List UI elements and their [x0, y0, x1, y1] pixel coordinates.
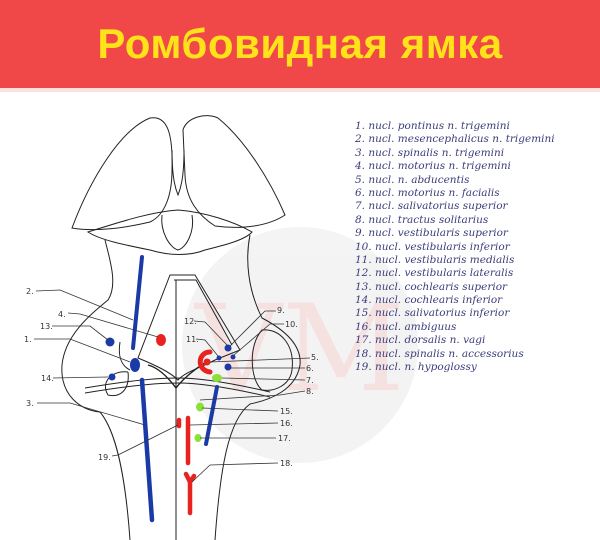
diagram-labels: 2. 4. 13. 1. 14. 3. 19. 12. 11. 9. 10. 5…: [24, 287, 319, 468]
nucleus-18: [183, 471, 197, 516]
nuclei-legend: 1. nucl. pontinus n. trigemini 2. nucl. …: [355, 120, 555, 374]
nucleus-3: [139, 377, 155, 523]
nucleus-15: [196, 402, 204, 412]
legend-item: 15. nucl. salivatorius inferior: [355, 307, 510, 320]
legend-item: 4. nucl. motorius n. trigemini: [355, 160, 511, 173]
legend-item: 1. nucl. pontinus n. trigemini: [355, 120, 510, 132]
label-13: 13.: [40, 322, 53, 331]
legend-item: 13. nucl. cochlearis superior: [355, 280, 508, 293]
legend-item: 8. nucl. tractus solitarius: [355, 213, 489, 226]
nucleus-12: [224, 344, 232, 352]
legend-item: 3. nucl. spinalis n. trigemini: [355, 146, 505, 159]
nucleus-6: [197, 349, 213, 375]
nucleus-11: [216, 355, 222, 361]
legend-item: 9. nucl. vestibularis superior: [355, 227, 508, 240]
label-15: 15.: [280, 407, 293, 416]
label-2: 2.: [26, 287, 34, 296]
nucleus-9-10: [230, 354, 236, 360]
leader-lines: [34, 289, 311, 483]
label-18: 18.: [280, 459, 293, 468]
label-7: 7.: [306, 376, 314, 385]
legend-item: 5. nucl. n. abducentis: [355, 173, 470, 186]
label-11: 11.: [186, 335, 199, 344]
nucleus-4: [156, 334, 166, 346]
nucleus-14: [108, 373, 116, 381]
legend-item: 19. nucl. n. hypoglossy: [355, 361, 477, 374]
label-3: 3.: [26, 399, 34, 408]
label-1: 1.: [24, 335, 32, 344]
divider: [0, 88, 600, 92]
nucleus-5: [203, 358, 211, 366]
nucleus-17: [194, 434, 202, 442]
nucleus-2: [131, 255, 144, 350]
label-5: 5.: [311, 353, 319, 362]
legend-item: 6. nucl. motorius n. facialis: [355, 186, 500, 199]
legend-item: 14. nucl. cochlearis inferior: [355, 294, 503, 307]
legend-item: 7. nucl. salivatorius superior: [355, 200, 508, 213]
nucleus-8: [204, 385, 219, 446]
label-16: 16.: [280, 419, 293, 428]
label-14: 14.: [41, 374, 54, 383]
label-10: 10.: [285, 320, 298, 329]
legend-item: 10. nucl. vestibularis inferior: [355, 240, 510, 253]
title-banner: Ромбовидная ямка: [0, 0, 600, 88]
nuclei: [105, 255, 236, 523]
label-12: 12.: [184, 317, 197, 326]
legend-item: 17. nucl. dorsalis n. vagi: [355, 334, 486, 347]
label-17: 17.: [278, 434, 291, 443]
legend-item: 12. nucl. vestibularis lateralis: [355, 267, 514, 280]
label-4: 4.: [58, 310, 66, 319]
page-title: Ромбовидная ямка: [97, 20, 503, 67]
legend-item: 18. nucl. spinalis n. accessorius: [355, 347, 524, 360]
label-6: 6.: [306, 364, 314, 373]
legend-item: 11. nucl. vestibularis medialis: [355, 253, 515, 266]
nucleus-1: [130, 358, 140, 372]
label-9: 9.: [277, 306, 285, 315]
legend-item: 16. nucl. ambiguus: [355, 320, 457, 333]
label-19: 19.: [98, 453, 111, 462]
nucleus-vestibular: [224, 363, 232, 371]
label-8: 8.: [306, 387, 314, 396]
nucleus-7: [212, 374, 222, 382]
brainstem-outline: [61, 115, 301, 540]
legend-item: 2. nucl. mesencephalicus n. trigemini: [355, 133, 555, 146]
